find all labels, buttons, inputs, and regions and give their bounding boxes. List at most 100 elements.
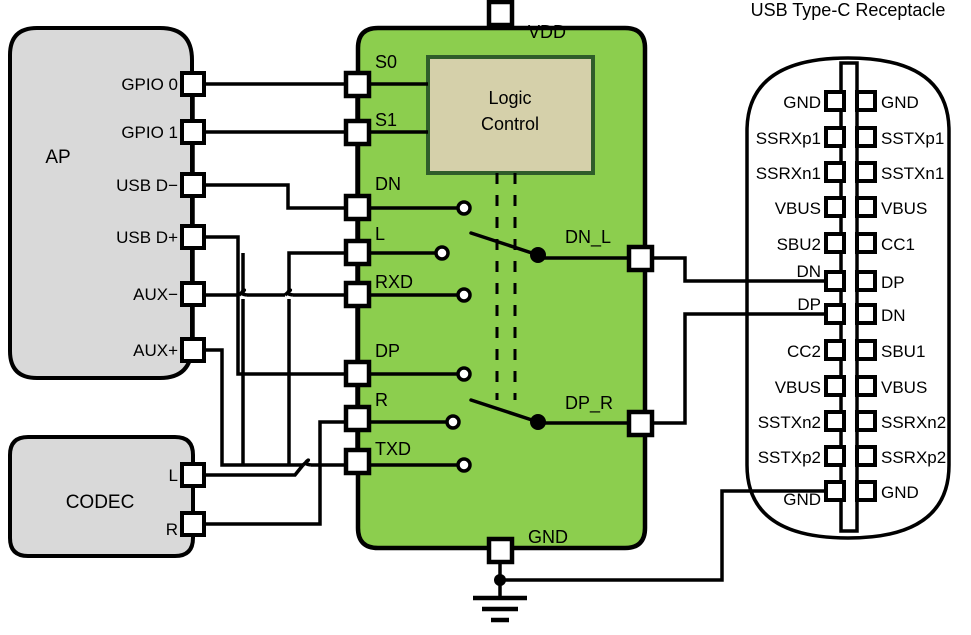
codec-body (8, 435, 195, 558)
earth-ground-icon (473, 595, 527, 623)
codec-pin-label-r: R (166, 520, 178, 539)
receptacle-left-pin-sstxn2[interactable] (824, 410, 846, 432)
switch-contact-dn (456, 200, 472, 216)
receptacle-right-label-8: VBUS (881, 378, 927, 397)
wire-col-b-to-chip-l (287, 251, 346, 291)
receptacle-left-pin-vbus-1[interactable] (824, 196, 846, 218)
receptacle-left-pin-cc2[interactable] (824, 339, 846, 361)
receptacle-left-label-10: SSTXp2 (758, 448, 821, 467)
receptacle-right-pin-vbus-2[interactable] (855, 375, 877, 397)
ap-pin-label-gpio0: GPIO 0 (121, 75, 178, 94)
receptacle-right-pin-sstxn1[interactable] (855, 161, 877, 183)
receptacle-left-label-0: GND (783, 93, 821, 112)
chip-pin-vdd[interactable] (486, 0, 515, 28)
receptacle-left-pin-ssrxp1[interactable] (824, 126, 846, 148)
chip-pin-label-vdd: VDD (528, 22, 566, 42)
receptacle-left-label-4: SBU2 (777, 235, 821, 254)
chip-pin-label-s0: S0 (375, 52, 397, 72)
ap-pin-label-usbdn: USB D− (116, 176, 178, 195)
receptacle-right-pins (855, 90, 877, 502)
receptacle-left-pin-gnd-2[interactable] (824, 480, 846, 502)
receptacle-right-pin-cc1[interactable] (855, 232, 877, 254)
wire-codec-r-to-chip-r (204, 420, 346, 526)
chip-pin-txd[interactable] (343, 447, 372, 476)
receptacle-left-pin-ssrxn1[interactable] (824, 161, 846, 183)
logic-control-box (426, 55, 595, 175)
receptacle-right-pin-dp[interactable] (855, 270, 877, 292)
receptacle-left-label-3: VBUS (775, 199, 821, 218)
receptacle-left-pin-dn[interactable] (824, 270, 846, 292)
wire-dp-r-to-receptacle-dp (652, 312, 838, 425)
chip-pin-label-dn-l: DN_L (565, 227, 611, 248)
wire-codec-l (204, 463, 305, 477)
receptacle-right-pin-gnd-1[interactable] (855, 90, 877, 112)
receptacle-left-label-5: DN (796, 262, 821, 281)
ap-pin-gpio0[interactable] (180, 71, 206, 97)
receptacle-left-pin-sstxp2[interactable] (824, 445, 846, 467)
wire-dn-l-to-receptacle-dn (652, 256, 838, 283)
receptacle-right-label-1: SSTXp1 (881, 129, 944, 148)
receptacle-left-pin-gnd-1[interactable] (824, 90, 846, 112)
ap-pin-label-gpio1: GPIO 1 (121, 123, 178, 142)
codec-pin-label-l: L (169, 466, 178, 485)
ap-pin-usb-dn[interactable] (180, 172, 206, 198)
chip-pin-l[interactable] (343, 238, 372, 267)
wire-usbdp-to-dp (204, 235, 346, 376)
receptacle-left-label-7: CC2 (787, 342, 821, 361)
receptacle-title: USB Type-C Receptacle (751, 0, 946, 20)
ap-pin-gpio1[interactable] (180, 119, 206, 145)
receptacle-right-pin-ssrxp2[interactable] (855, 445, 877, 467)
switch-blade-upper[interactable] (469, 231, 537, 256)
chip-pin-label-rxd: RXD (375, 272, 413, 292)
wire-hop-3 (301, 458, 312, 467)
chip-pin-r[interactable] (343, 404, 372, 433)
receptacle-left-pin-dp[interactable] (824, 303, 846, 325)
chip-pin-dn-l[interactable] (626, 244, 655, 273)
receptacle-right-pin-sstxp1[interactable] (855, 126, 877, 148)
chip-pin-s0[interactable] (343, 70, 372, 99)
chip-pin-gnd[interactable] (486, 536, 515, 565)
receptacle-left-pin-sbu2[interactable] (824, 232, 846, 254)
chip-pin-rxd[interactable] (343, 280, 372, 309)
ap-pin-label-auxn: AUX− (133, 285, 178, 304)
codec-pin-r[interactable] (180, 511, 206, 537)
chip-pin-label-dn: DN (375, 174, 401, 194)
chip-pin-dp[interactable] (343, 359, 372, 388)
wire-gnd-to-receptacle-gnd (500, 489, 838, 582)
ap-pin-aux-n[interactable] (180, 281, 206, 307)
chip-pin-label-dp-r: DP_R (565, 393, 613, 414)
receptacle-right-pin-vbus-1[interactable] (855, 196, 877, 218)
chip-pin-label-gnd: GND (528, 527, 568, 547)
codec-label: CODEC (66, 492, 135, 513)
chip-pin-dn[interactable] (343, 193, 372, 222)
receptacle-right-pin-dn[interactable] (855, 303, 877, 325)
receptacle-right-pin-sbu1[interactable] (855, 339, 877, 361)
ap-label: AP (45, 147, 70, 168)
chip-pin-dp-r[interactable] (626, 409, 655, 438)
receptacle-left-label-6: DP (797, 295, 821, 314)
chip-pin-s1[interactable] (343, 118, 372, 147)
receptacle-left-pin-vbus-2[interactable] (824, 375, 846, 397)
receptacle-right-pin-ssrxn2[interactable] (855, 410, 877, 432)
receptacle-left-label-2: SSRXn1 (756, 164, 821, 183)
switch-blade-lower[interactable] (469, 398, 537, 423)
ap-pin-aux-p[interactable] (180, 337, 206, 363)
ap-pin-label-auxp: AUX+ (133, 341, 178, 360)
wire-auxp-to-codec-row (204, 348, 303, 467)
receptacle-right-label-3: VBUS (881, 199, 927, 218)
receptacle-left-label-9: SSTXn2 (758, 413, 821, 432)
chip-pin-label-txd: TXD (375, 439, 411, 459)
logic-control-label-1: Logic (488, 88, 531, 108)
switch-contact-rxd (456, 287, 472, 303)
receptacle-left-pins (824, 90, 846, 502)
chip-pin-label-r: R (375, 390, 388, 410)
chip-pin-label-l: L (375, 224, 385, 244)
receptacle-right-label-6: DN (881, 306, 906, 325)
ap-pin-usb-dp[interactable] (180, 224, 206, 250)
receptacle-right-pin-gnd-2[interactable] (855, 480, 877, 502)
receptacle-right-label-7: SBU1 (881, 342, 925, 361)
receptacle-shell (745, 56, 951, 540)
codec-pin-l[interactable] (180, 462, 206, 488)
